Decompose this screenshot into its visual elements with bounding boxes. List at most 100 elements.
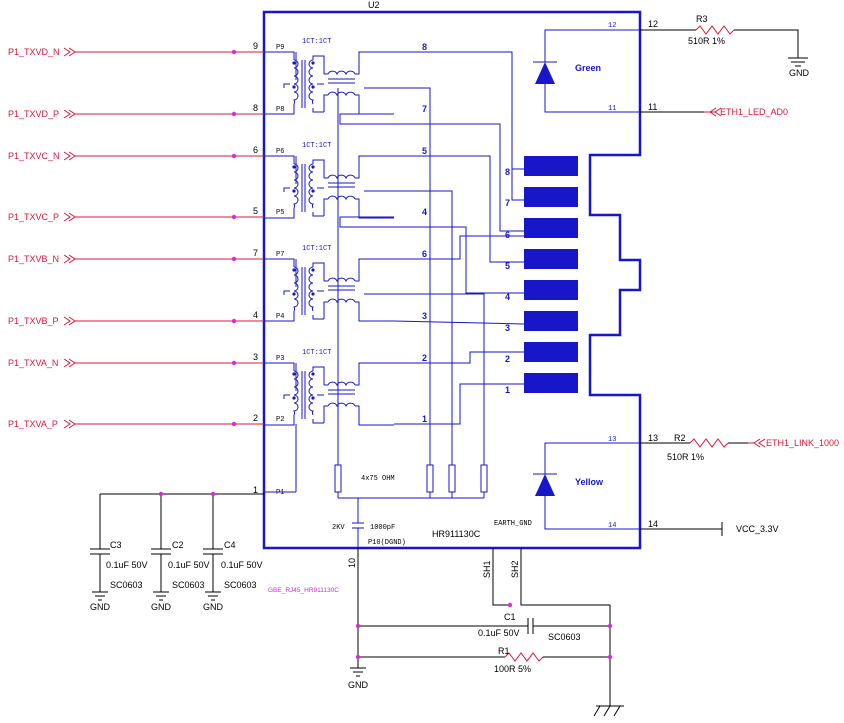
- net-label: P1_TXVA_N: [8, 358, 58, 368]
- termination-resistor: [480, 464, 488, 493]
- junction-dot: [607, 654, 613, 660]
- xfmr-out-number: 8: [422, 42, 427, 52]
- c4-value: 0.1uF 50V: [221, 560, 263, 570]
- c1-value: 0.1uF 50V: [478, 628, 520, 638]
- net-label: P1_TXVC_P: [8, 212, 59, 222]
- net-label: P1_TXVA_P: [8, 419, 58, 429]
- pin-number: 11: [648, 102, 657, 112]
- inner-pin: P2: [276, 416, 284, 424]
- ohm-label: 4x75 OHM: [361, 475, 395, 483]
- ratio-label: 1CT:1CT: [302, 349, 331, 357]
- r3-ref: R3: [696, 14, 708, 24]
- pin-number: 6: [253, 145, 258, 155]
- jack-contact-number: 3: [505, 323, 510, 333]
- net-label: P1_TXVD_N: [8, 47, 60, 57]
- junction-dot: [355, 623, 361, 629]
- r1-value: 100R 5%: [494, 664, 531, 674]
- jack-contacts: [524, 156, 578, 393]
- pin-number: 12: [648, 19, 658, 29]
- pin-number: 8: [253, 103, 258, 113]
- pin-number: 14: [648, 519, 658, 529]
- xfmr-out-number: 4: [422, 207, 427, 217]
- sh1-label: SH1: [482, 560, 492, 578]
- inner-pin: P6: [276, 148, 284, 156]
- jack-contact-number: 7: [505, 198, 510, 208]
- net-label: P1_TXVB_P: [8, 316, 59, 326]
- xfmr-out-number: 1: [422, 414, 427, 424]
- right-wires: [640, 25, 808, 536]
- jack-contact-number: 1: [505, 385, 510, 395]
- gnd-label: GND: [203, 602, 224, 612]
- c3-ref: C3: [110, 540, 122, 550]
- junction-dot: [607, 623, 613, 629]
- inner-pin: P7: [276, 251, 284, 259]
- c2-pkg: SC0603: [172, 580, 205, 590]
- jack-contact-number: 6: [505, 230, 510, 240]
- green-led: [533, 29, 640, 113]
- gnd-label: GND: [151, 602, 172, 612]
- r2-ref: R2: [674, 433, 686, 443]
- cap-label: 1000pF: [370, 524, 395, 532]
- sh2-label: SH2: [510, 560, 520, 578]
- c2-value: 0.1uF 50V: [168, 560, 210, 570]
- earth-gnd-label: EARTH_GND: [494, 520, 532, 528]
- c3-pkg: SC0603: [110, 580, 143, 590]
- net-label: P1_TXVD_P: [8, 109, 59, 119]
- net-label: P1_TXVB_N: [8, 254, 59, 264]
- jack-contact-number: 4: [505, 292, 510, 302]
- u2-body: [262, 10, 642, 550]
- jack-routing: [264, 51, 525, 548]
- eth-link-label: ETH1_LINK_1000: [766, 438, 839, 448]
- jack-contact-number: 5: [505, 261, 510, 271]
- pin-number: 5: [253, 206, 258, 216]
- pin1-bus: [90, 493, 264, 601]
- c1-pkg: SC0603: [548, 632, 581, 642]
- inner-pin: P9: [276, 44, 284, 52]
- junction-dot: [158, 491, 164, 497]
- transformer-block-3: [263, 258, 395, 322]
- ratio-label: 1CT:1CT: [302, 245, 331, 253]
- yellow-led: [533, 442, 640, 530]
- p10-label: P10(DGND): [368, 539, 406, 547]
- jack-contact-number: 8: [505, 167, 510, 177]
- left-net-dots: [231, 49, 237, 427]
- ratio-label: 1CT:1CT: [302, 142, 331, 150]
- pin10-number: 10: [347, 558, 357, 568]
- yellow-led-label: Yellow: [575, 477, 604, 487]
- inner-pin: P4: [276, 313, 284, 321]
- u2-ref: U2: [368, 0, 380, 10]
- jack-contact-number: 2: [505, 354, 510, 364]
- pin-number: 9: [253, 41, 258, 51]
- xfmr-out-number: 3: [422, 311, 427, 321]
- u2-footprint: GBE_RJ45_HR911130C: [268, 587, 339, 594]
- pin-number: 3: [253, 352, 258, 362]
- vcc-label: VCC_3.3V: [736, 524, 779, 534]
- yellow-pin-inner: 14: [608, 522, 616, 530]
- pin-number: 4: [253, 310, 258, 320]
- inner-pin: P3: [276, 355, 284, 363]
- c4-ref: C4: [224, 540, 236, 550]
- gnd-label: GND: [348, 680, 369, 690]
- inner-pin: P8: [276, 106, 284, 114]
- inner-pin: P1: [276, 489, 284, 497]
- junction-dot: [507, 602, 513, 608]
- green-pin-inner: 11: [608, 105, 616, 113]
- xfmr-out-number: 2: [422, 353, 427, 363]
- inner-pin: P5: [276, 209, 284, 217]
- termination-resistor: [334, 464, 342, 493]
- u2-value: HR911130C: [432, 529, 481, 539]
- r2-value: 510R 1%: [667, 452, 704, 462]
- pin-number: 7: [253, 248, 258, 258]
- transformer-block-1: [263, 51, 395, 115]
- r3-value: 510R 1%: [688, 36, 725, 46]
- green-led-label: Green: [575, 63, 601, 73]
- junction-dot: [355, 654, 361, 660]
- eth-led-label: ETH1_LED_AD0: [720, 107, 788, 117]
- c4-pkg: SC0603: [224, 580, 257, 590]
- junction-dot: [210, 491, 216, 497]
- ratio-label: 1CT:1CT: [302, 38, 331, 46]
- r1-ref: R1: [498, 646, 510, 656]
- pin-number: 2: [253, 413, 258, 423]
- termination-resistor: [448, 464, 456, 493]
